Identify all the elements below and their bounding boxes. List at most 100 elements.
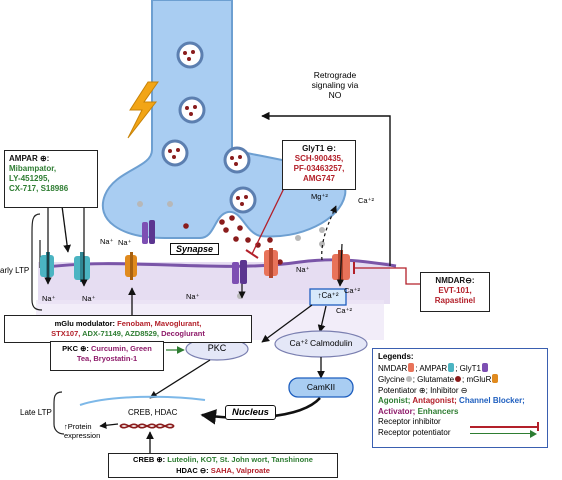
- glyt1-icon: [232, 260, 247, 284]
- hdac-line: HDAC ⊖: SAHA, Valproate: [113, 466, 333, 477]
- early-ltp-label: arly LTP: [0, 266, 30, 275]
- legend-potentiator-arrowhead: [530, 429, 537, 438]
- retrograde-line: NO: [328, 90, 342, 100]
- legend-drug-classes-1: Agonist; Antagonist; Channel Blocker;: [378, 396, 542, 407]
- pkc-box-title: PKC ⊕:: [62, 344, 89, 353]
- legend-potentiator-label: Receptor potentiator: [378, 427, 451, 437]
- retrograde-line: Retrograde: [313, 70, 357, 80]
- ca-calmodulin-label: Ca⁺² Calmodulin: [289, 338, 353, 348]
- legend-mglur-icon: [492, 374, 499, 383]
- protein-expression-label: ↑Protein expression: [64, 422, 100, 440]
- ca-label: Ca⁺²: [336, 306, 353, 315]
- glyt1-box-title: GlyT1 ⊖:: [302, 144, 336, 153]
- legend-drug-classes-2: Activator; Enhancers: [378, 407, 542, 418]
- legend-ampar-icon: [448, 362, 455, 372]
- legend-nmdar: NMDAR: [378, 363, 408, 373]
- synapse-label: Synapse: [170, 243, 220, 255]
- calcium-increase-label: ↑Ca⁺²: [317, 291, 339, 300]
- legend-potentiator: Receptor potentiator: [378, 428, 542, 439]
- legend-activator: Activator;: [378, 406, 416, 416]
- mglu-line-1: mGlu modulator: Fenobam, Mavoglurant,: [9, 319, 247, 329]
- pkc-label: PKC: [207, 343, 227, 353]
- legend-agonist: Agonist;: [378, 396, 411, 405]
- retrograde-label: Retrograde signaling via NO: [290, 70, 380, 100]
- mglu-drugs-red: STX107,: [51, 329, 81, 338]
- legend-glutamate: ; Glutamate: [412, 375, 455, 384]
- na-label: Na⁺: [186, 292, 200, 301]
- legend-mglur: ; mGluR: [462, 375, 492, 384]
- legend-title: Legends:: [378, 352, 414, 361]
- creb-line: CREB ⊕: Luteolin, KOT, St. John wort, Ta…: [113, 455, 333, 466]
- legend-receptors: NMDAR ; AMPAR ; GlyT1: [378, 362, 542, 375]
- mglur-icon: [125, 252, 137, 280]
- vesicle: [161, 139, 189, 167]
- nucleus-label: Nucleus: [225, 405, 276, 420]
- legend-inhibitor: Receptor inhibitor: [378, 417, 542, 431]
- glutamate-molecules: [183, 215, 283, 265]
- legend-inhibitor-line: [470, 426, 538, 428]
- ampar-icon: [74, 252, 90, 282]
- legend-glutamate-icon: [455, 376, 462, 382]
- pkc-drugs: Curcumin, Green: [90, 344, 152, 353]
- legend-potentiator-line: [470, 432, 532, 434]
- creb-hdac-drug-box: CREB ⊕: Luteolin, KOT, St. John wort, Ta…: [108, 453, 338, 478]
- na-label: Na⁺: [82, 294, 96, 303]
- mglu-box-title: mGlu modulator:: [54, 319, 116, 328]
- mglu-drugs-red: Fenobam, Mavoglurant,: [117, 319, 202, 328]
- legend-glyt1-icon: [481, 362, 488, 372]
- glyt1-drug-box: GlyT1 ⊖: SCH-900435, PF-03463257, AMG747: [282, 140, 356, 190]
- mglu-drugs-green: ADX-71149, AZD8529,: [82, 329, 159, 338]
- camkii-node: [288, 377, 354, 398]
- legend-ligands: Glycine ; Glutamate ; mGluR: [378, 374, 542, 386]
- legend-antagonist: Antagonist;: [412, 396, 457, 405]
- retrograde-line: signaling via: [311, 80, 359, 90]
- vesicle: [176, 41, 204, 69]
- glyt1-drug: SCH-900435,: [294, 154, 344, 163]
- legend-ampar: ; AMPAR: [415, 363, 448, 373]
- nmdar-box-title: NMDAR⊖:: [435, 276, 475, 285]
- legend-nmdar-icon: [408, 362, 415, 372]
- nucleus-membrane: [79, 395, 206, 406]
- vesicle: [178, 96, 206, 124]
- nmdar-drug: Rapastinel: [434, 296, 476, 305]
- presynaptic-glyt1-icon: [142, 220, 155, 244]
- legend-glycine: Glycine: [378, 375, 405, 384]
- mglu-drugs-purple: Decoglurant: [161, 329, 205, 338]
- nmdar-icon: [264, 248, 278, 278]
- legend-channel-blocker: Channel Blocker;: [459, 396, 525, 405]
- hdac-title: HDAC ⊖:: [176, 465, 209, 475]
- action-potential-icon: [127, 81, 159, 139]
- protein-line: ↑Protein: [64, 422, 92, 431]
- late-ltp-label: Late LTP: [20, 408, 52, 417]
- glyt1-drug: PF-03463257,: [293, 164, 345, 173]
- legend-inhibitor-cap: [537, 422, 539, 431]
- na-label: Na⁺: [296, 265, 310, 274]
- calcium-increase-box: [309, 288, 347, 306]
- ampar-drug: CX-717, S18986: [9, 184, 69, 193]
- legend-glyt1: ; GlyT1: [455, 363, 481, 373]
- legend-potentiator-inhibitor: Potentiator ⊕; Inhibitor ⊖: [378, 385, 468, 395]
- creb-title: CREB ⊕:: [133, 455, 166, 464]
- legend: Legends: NMDAR ; AMPAR ; GlyT1 Glycine ; Gl…: [372, 348, 548, 448]
- ca-label: Ca⁺²: [358, 196, 375, 205]
- legend-inhibitor-label: Receptor inhibitor: [378, 417, 441, 426]
- mg-label: Mg⁺²: [311, 192, 328, 201]
- pkc-drug-box: PKC ⊕: Curcumin, Green Tea, Bryostatin-1: [50, 341, 164, 371]
- legend-glycine-icon: [405, 376, 412, 382]
- creb-hdac-label: CREB, HDAC: [128, 408, 178, 417]
- vesicle: [229, 186, 257, 214]
- pkc-line-1: PKC ⊕: Curcumin, Green: [55, 344, 159, 354]
- glyt1-drug: AMG747: [302, 174, 335, 183]
- ca-label: Ca⁺²: [344, 286, 361, 295]
- nmdar-drug: EVT-101,: [438, 286, 472, 295]
- mglu-drug-box: mGlu modulator: Fenobam, Mavoglurant, ST…: [4, 315, 252, 343]
- ampar-icon: [40, 252, 54, 280]
- na-label: Na⁺: [118, 238, 132, 247]
- nmdar-drug-box: NMDAR⊖: EVT-101, Rapastinel: [420, 272, 490, 312]
- ampar-box-title: AMPAR ⊕:: [9, 154, 50, 163]
- vesicle: [223, 146, 251, 174]
- creb-drugs: Luteolin, KOT, St. John wort, Tanshinone: [167, 455, 313, 464]
- legend-enhancers: Enhancers: [417, 406, 459, 416]
- mglu-line-2: STX107, ADX-71149, AZD8529, Decoglurant: [9, 329, 247, 339]
- postsynaptic-membrane: [39, 258, 397, 270]
